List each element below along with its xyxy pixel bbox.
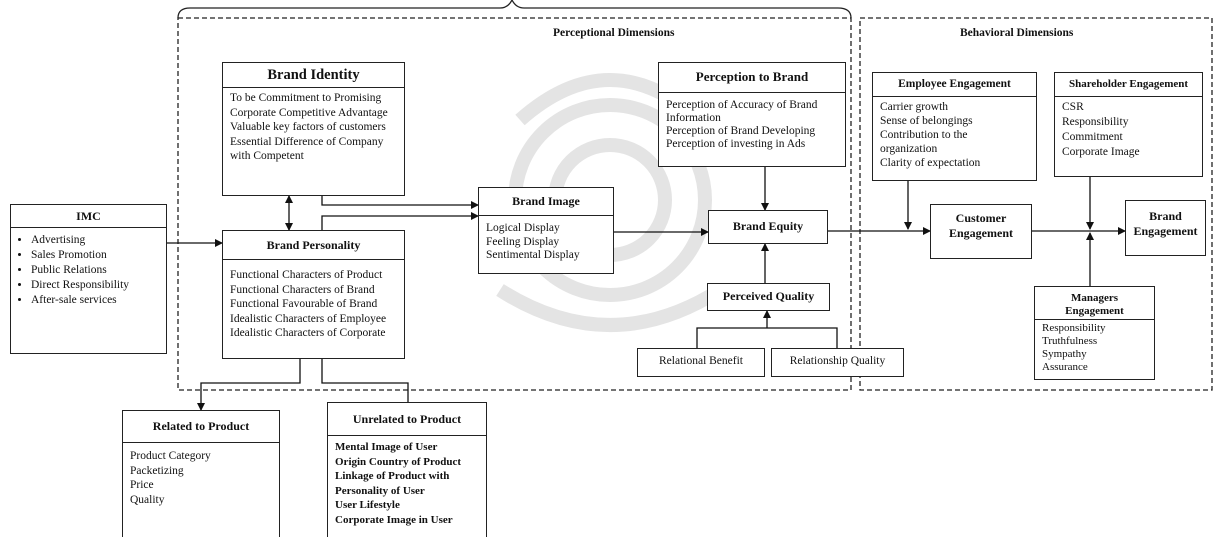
imc-item: Sales Promotion (31, 248, 160, 263)
brand-identity-box: Brand Identity To be Commitment to Promi… (222, 62, 405, 196)
personality-to-unrelated-arrow (321, 359, 409, 402)
perception-item: Perception of investing in Ads (666, 138, 806, 150)
imc-item: Advertising (31, 233, 160, 248)
managers-engagement-line1: Managers (1070, 292, 1119, 304)
employee-engagement-title: Employee Engagement (873, 73, 1036, 97)
related-item: Quality (130, 493, 165, 506)
brand-identity-item: To be Commitment to Promising (230, 92, 382, 104)
brand-personality-item: Functional Characters of Product (230, 269, 383, 281)
brand-engagement-box: Brand Engagement (1125, 200, 1206, 256)
unrelated-item: User Lifestyle (335, 499, 400, 511)
unrelated-item: Linkage of Product with (335, 470, 450, 482)
imc-box: IMC Advertising Sales Promotion Public R… (10, 204, 167, 354)
customer-engagement-line2: Engagement (949, 226, 1013, 240)
personality-to-image-arrow (321, 212, 479, 230)
imc-item: Direct Responsibility (31, 278, 160, 293)
perception-item: Perception of Brand Developing (666, 125, 816, 137)
unrelated-item: Personality of User (335, 484, 425, 497)
employee-item: organization (880, 143, 938, 155)
behavioral-region (859, 17, 1213, 391)
brand-personality-item: Functional Characters of Brand (230, 283, 375, 296)
managers-engagement-title: Managers Engagement (1035, 287, 1154, 320)
shareholder-engagement-title: Shareholder Engagement (1055, 73, 1202, 97)
brand-personality-box: Brand Personality Functional Characters … (222, 230, 405, 359)
brand-identity-item: Corporate Competitive Advantage (230, 106, 388, 119)
imc-item: Public Relations (31, 263, 160, 278)
shareholder-engagement-box: Shareholder Engagement CSR Responsibilit… (1054, 72, 1203, 177)
customer-engagement-line1: Customer (955, 211, 1007, 225)
brand-personality-item: Functional Favourable of Brand (230, 298, 378, 310)
related-to-product-title: Related to Product (123, 411, 279, 443)
perception-item: Perception of Accuracy of Brand (666, 99, 818, 111)
top-brace (177, 0, 852, 19)
brand-image-item: Logical Display (486, 222, 560, 234)
imc-item: After-sale services (31, 293, 160, 308)
identity-to-image-arrow (321, 196, 479, 209)
related-to-product-box: Related to Product Product Category Pack… (122, 410, 280, 537)
perception-to-brand-box: Perception to Brand Perception of Accura… (658, 62, 846, 167)
personality-to-related-arrow (197, 359, 301, 411)
employee-engagement-box: Employee Engagement Carrier growth Sense… (872, 72, 1037, 181)
brand-personality-item: Idealistic Characters of Employee (230, 312, 387, 325)
managers-item: Assurance (1042, 361, 1088, 373)
perception-to-brand-title: Perception to Brand (659, 63, 845, 93)
related-item: Product Category (130, 450, 211, 462)
perception-item: Information (666, 112, 721, 124)
unrelated-item: Origin Country of Product (335, 455, 461, 468)
perceived-quality-box: Perceived Quality (707, 283, 830, 311)
managers-item: Responsibility (1042, 322, 1106, 334)
relationship-quality-box: Relationship Quality (771, 348, 904, 377)
brand-image-title: Brand Image (479, 188, 613, 216)
brand-identity-item: with Competent (230, 150, 304, 162)
managers-item: Sympathy (1042, 348, 1087, 360)
shareholder-item: Corporate Image (1062, 146, 1140, 158)
employee-item: Carrier growth (880, 101, 949, 113)
employee-item: Sense of belongings (880, 115, 973, 127)
unrelated-item: Corporate Image in User (335, 513, 453, 526)
related-item: Price (130, 479, 154, 491)
brand-engagement-line2: Engagement (1133, 224, 1198, 238)
brand-image-item: Sentimental Display (486, 249, 580, 261)
behavioral-dimensions-title: Behavioral Dimensions (960, 27, 1074, 39)
brand-personality-item: Idealistic Characters of Corporate (230, 327, 386, 339)
shareholder-item: Responsibility (1062, 116, 1129, 128)
managers-engagement-box: Managers Engagement Responsibility Truth… (1034, 286, 1155, 380)
brand-identity-item: Valuable key factors of customers (230, 121, 386, 133)
unrelated-item: Mental Image of User (335, 441, 438, 453)
relational-benefit-box: Relational Benefit (637, 348, 765, 377)
imc-title: IMC (11, 205, 166, 228)
brand-image-item: Feeling Display (486, 235, 560, 248)
perceptional-region (177, 17, 852, 391)
managers-engagement-line2: Engagement (1065, 304, 1124, 317)
brand-image-box: Brand Image Logical Display Feeling Disp… (478, 187, 614, 274)
brand-identity-item: Essential Difference of Company (230, 135, 384, 148)
unrelated-to-product-box: Unrelated to Product Mental Image of Use… (327, 402, 487, 537)
brand-equity-box: Brand Equity (708, 210, 828, 244)
perceptional-dimensions-title: Perceptional Dimensions (553, 27, 675, 39)
brand-identity-title: Brand Identity (223, 63, 404, 88)
shareholder-item: Commitment (1062, 131, 1123, 143)
managers-item: Truthfulness (1042, 335, 1098, 347)
unrelated-to-product-title: Unrelated to Product (328, 403, 486, 436)
employee-item: Contribution to the (880, 129, 968, 141)
employee-item: Clarity of expectation (880, 157, 981, 169)
relational-bracket (696, 327, 838, 348)
shareholder-item: CSR (1062, 101, 1084, 113)
related-item: Packetizing (130, 464, 184, 477)
brand-personality-title: Brand Personality (223, 231, 404, 260)
customer-engagement-box: Customer Engagement (930, 204, 1032, 259)
brand-engagement-line1: Brand (1149, 209, 1182, 223)
